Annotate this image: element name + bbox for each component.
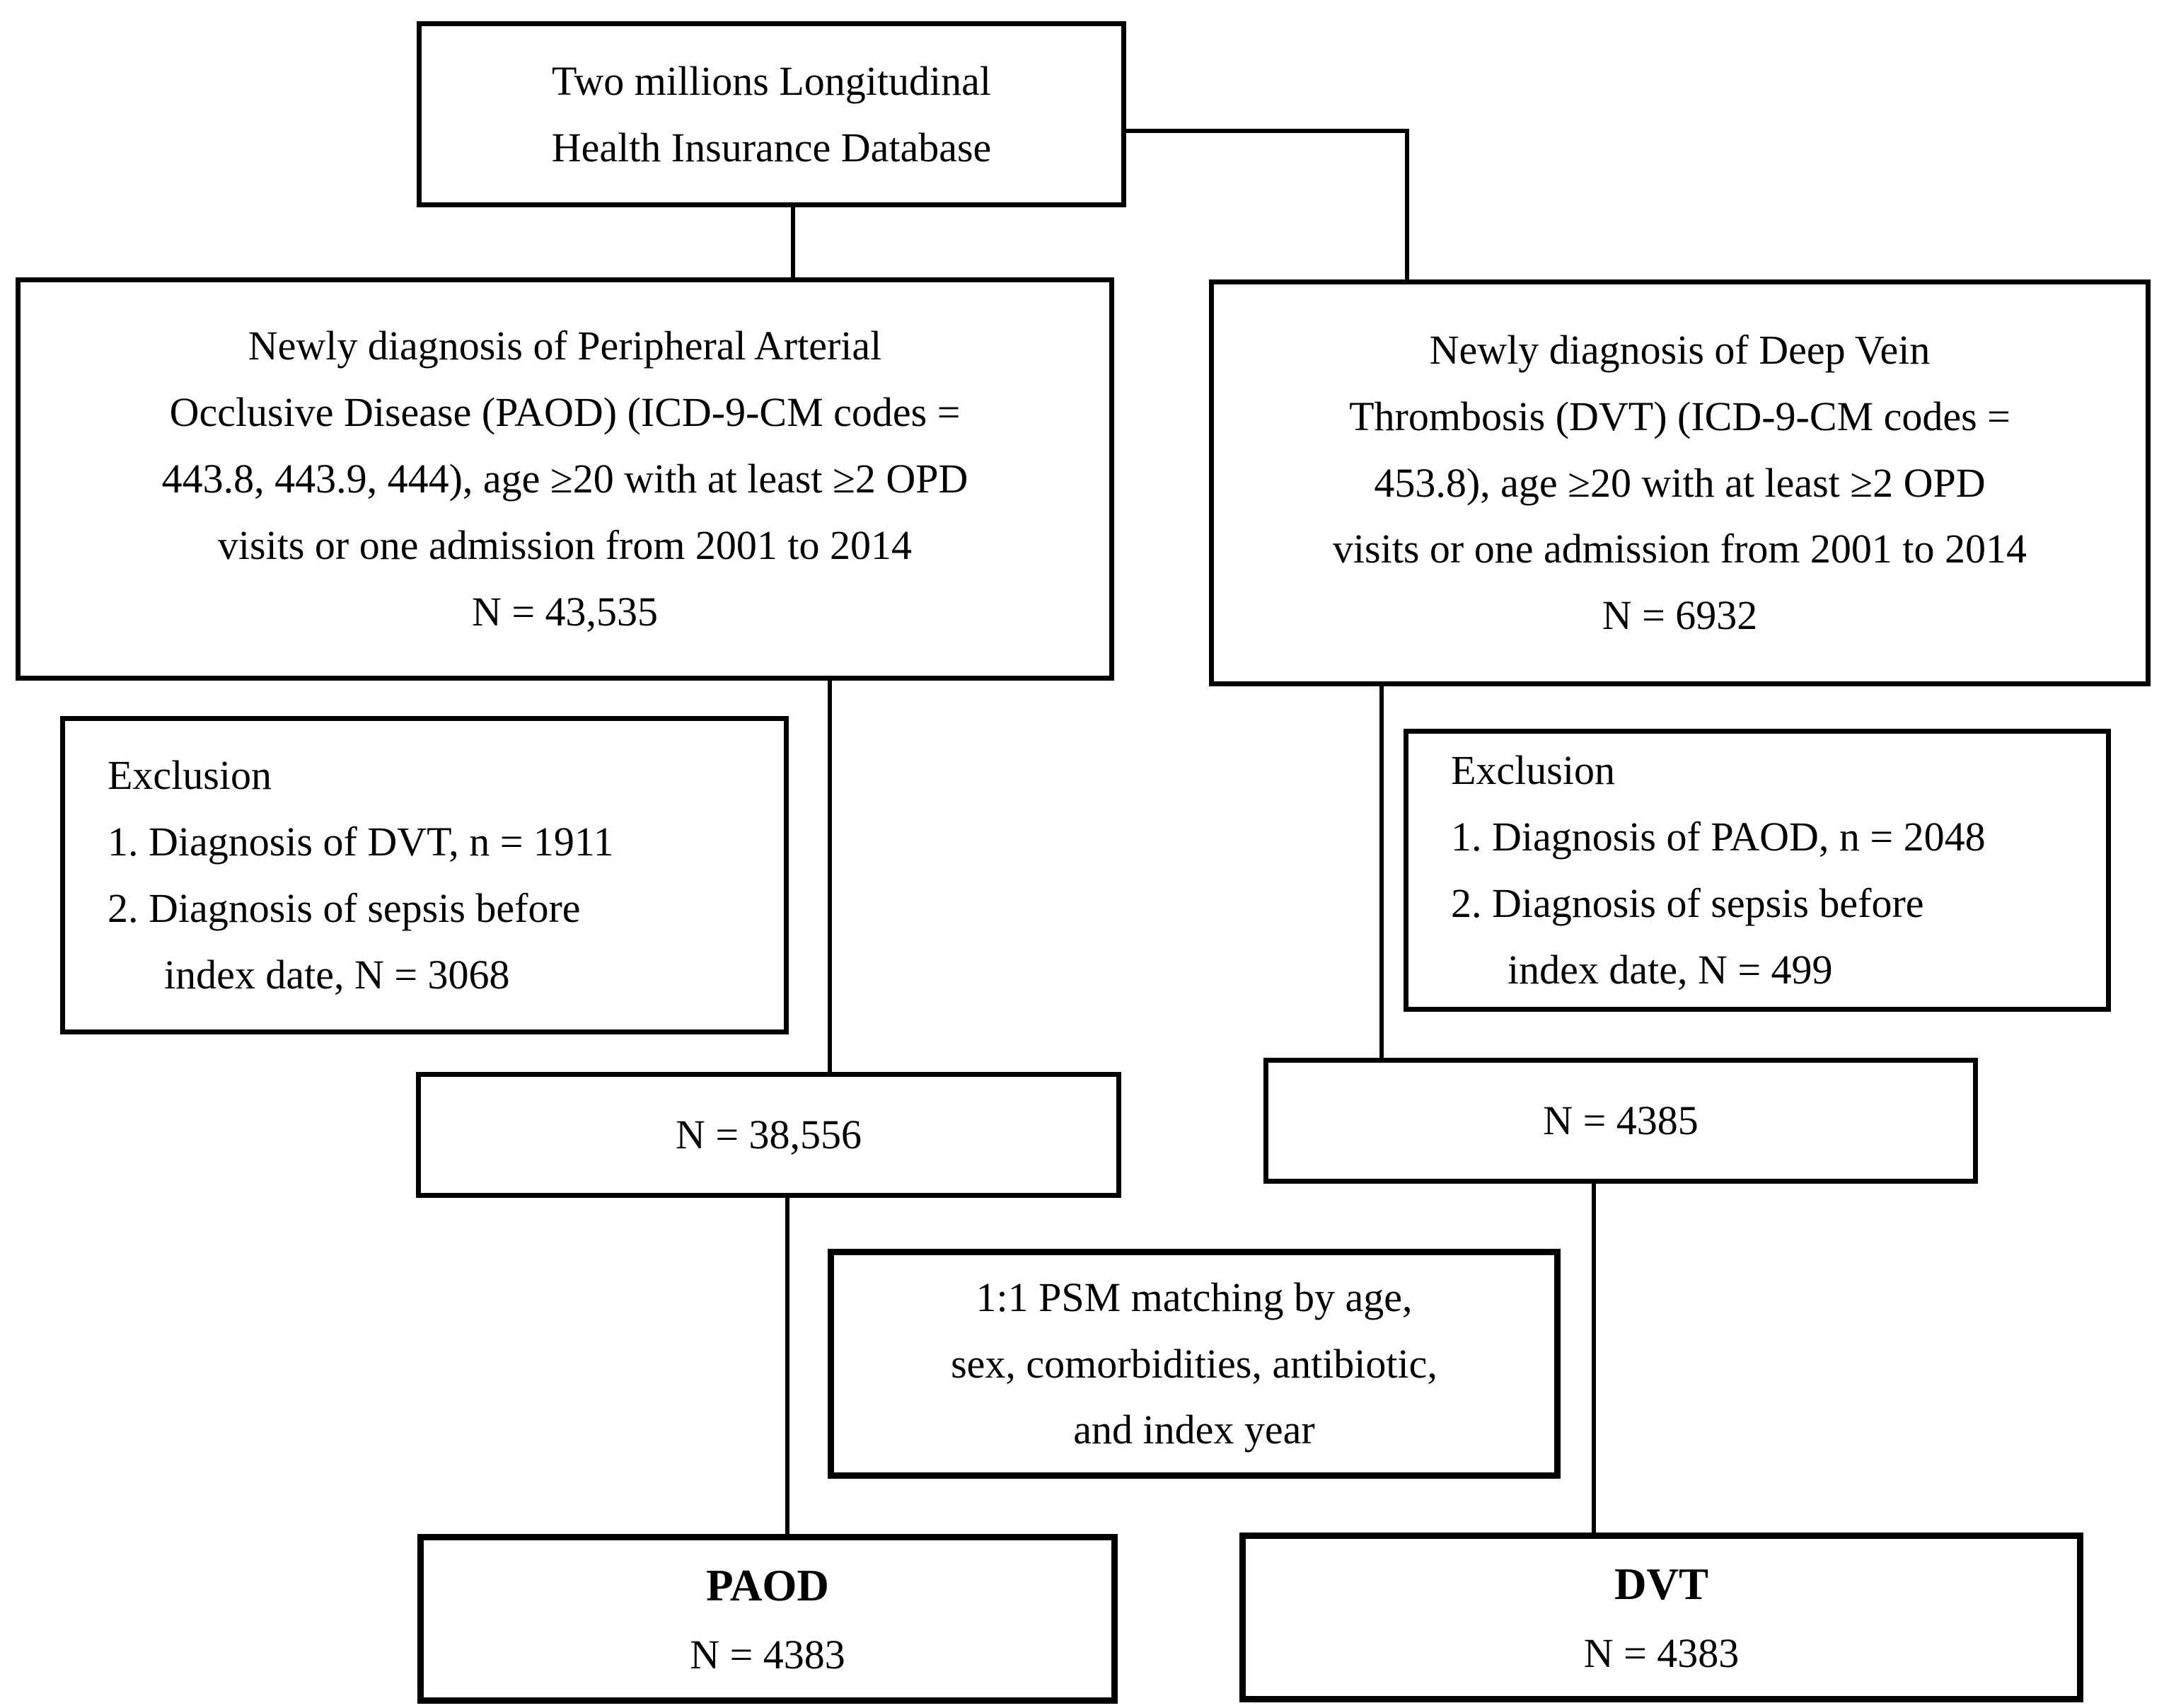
paod-cohort-line: Newly diagnosis of Peripheral Arterial bbox=[248, 323, 882, 369]
dvt-exclusion-title: Exclusion bbox=[1451, 747, 1615, 794]
paod-exclusion-item: 1. Diagnosis of DVT, n = 1911 bbox=[108, 819, 614, 865]
paod-cohort-line: visits or one admission from 2001 to 201… bbox=[217, 521, 913, 568]
dvt-final-box: DVT N = 4383 bbox=[1239, 1533, 2083, 1702]
dvt-cohort-box: Newly diagnosis of Deep Vein Thrombosis … bbox=[1209, 279, 2151, 686]
connector-dvt-cohort-to-dvt-n bbox=[1379, 685, 1384, 1059]
dvt-after-exclusion-count: N = 4385 bbox=[1543, 1097, 1699, 1144]
paod-after-exclusion-count: N = 38,556 bbox=[675, 1112, 862, 1158]
dvt-cohort-line: Newly diagnosis of Deep Vein bbox=[1429, 326, 1931, 373]
dvt-cohort-line: visits or one admission from 2001 to 201… bbox=[1332, 526, 2027, 572]
paod-final-count: N = 4383 bbox=[690, 1632, 845, 1678]
dvt-cohort-count: N = 6932 bbox=[1602, 592, 1758, 639]
dvt-exclusion-box: Exclusion 1. Diagnosis of PAOD, n = 2048… bbox=[1404, 729, 2111, 1012]
dvt-cohort-line: Thrombosis (DVT) (ICD-9-CM codes = bbox=[1349, 393, 2010, 439]
dvt-after-exclusion-box: N = 4385 bbox=[1263, 1058, 1978, 1184]
paod-exclusion-title: Exclusion bbox=[108, 752, 272, 799]
psm-matching-line: 1:1 PSM matching by age, bbox=[976, 1274, 1413, 1320]
paod-after-exclusion-box: N = 38,556 bbox=[416, 1072, 1121, 1198]
psm-matching-line: and index year bbox=[1073, 1407, 1315, 1453]
paod-final-title: PAOD bbox=[706, 1561, 829, 1610]
database-box-line: Two millions Longitudinal bbox=[551, 57, 992, 104]
dvt-exclusion-item: 2. Diagnosis of sepsis before bbox=[1451, 880, 1924, 926]
paod-cohort-box: Newly diagnosis of Peripheral Arterial O… bbox=[16, 277, 1114, 681]
connector-database-to-dvt-cohort bbox=[1405, 129, 1409, 281]
connector-database-to-paod-cohort bbox=[791, 206, 795, 279]
dvt-exclusion-item: 1. Diagnosis of PAOD, n = 2048 bbox=[1451, 814, 1986, 860]
paod-final-box: PAOD N = 4383 bbox=[417, 1534, 1118, 1704]
paod-cohort-count: N = 43,535 bbox=[471, 588, 659, 635]
psm-matching-line: sex, comorbidities, antibiotic, bbox=[951, 1340, 1437, 1387]
paod-cohort-line: Occlusive Disease (PAOD) (ICD-9-CM codes… bbox=[169, 389, 961, 436]
connector-dvt-n-to-dvt-final bbox=[1592, 1182, 1596, 1534]
dvt-cohort-line: 453.8), age ≥20 with at least ≥2 OPD bbox=[1374, 459, 1986, 506]
dvt-exclusion-item-continued: index date, N = 499 bbox=[1508, 946, 1833, 993]
database-box: Two millions Longitudinal Health Insuran… bbox=[417, 21, 1126, 207]
paod-exclusion-item: 2. Diagnosis of sepsis before bbox=[108, 885, 581, 931]
database-box-line: Health Insurance Database bbox=[551, 124, 992, 171]
connector-paod-n-to-paod-final bbox=[785, 1196, 789, 1535]
dvt-final-title: DVT bbox=[1614, 1559, 1708, 1609]
paod-exclusion-item-continued: index date, N = 3068 bbox=[164, 951, 510, 998]
psm-matching-box: 1:1 PSM matching by age, sex, comorbidit… bbox=[828, 1249, 1561, 1479]
connector-paod-cohort-to-paod-n bbox=[828, 679, 832, 1073]
paod-cohort-line: 443.8, 443.9, 444), age ≥20 with at leas… bbox=[161, 456, 968, 502]
paod-exclusion-box: Exclusion 1. Diagnosis of DVT, n = 1911 … bbox=[60, 716, 789, 1034]
dvt-final-count: N = 4383 bbox=[1583, 1630, 1740, 1677]
connector-database-right-horizontal bbox=[1125, 129, 1409, 133]
